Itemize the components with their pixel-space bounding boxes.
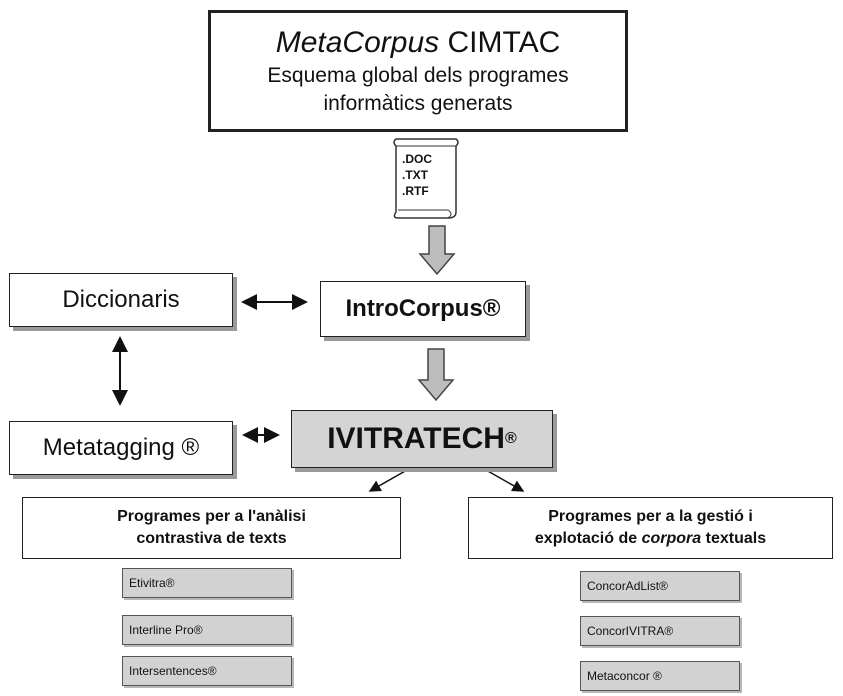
block-arrow-to-ivitratech — [417, 348, 455, 402]
gestio-line2: explotació de corpora textuals — [535, 528, 766, 550]
program-concorivitra: ConcorIVITRA® — [580, 616, 740, 646]
gestio-line1: Programes per a la gestió i — [548, 508, 753, 525]
document-icon — [393, 138, 459, 219]
category-analisi: Programes per a l'anàlisi contrastiva de… — [22, 497, 401, 559]
gestio-line2-post: textuals — [701, 530, 767, 547]
gestio-line2-pre: explotació de — [534, 530, 642, 547]
analisi-line1: Programes per a l'anàlisi — [117, 508, 306, 525]
ivitratech-label: IVITRATECH — [327, 422, 505, 455]
program-interline-pro: Interline Pro® — [122, 615, 292, 645]
category-gestio: Programes per a la gestió i explotació d… — [468, 497, 833, 559]
title-box: MetaCorpus CIMTAC Esquema global dels pr… — [208, 10, 628, 132]
title-line2: Esquema global dels programes — [267, 64, 569, 87]
ivitratech-reg: ® — [504, 430, 517, 447]
block-arrow-to-introcorpus — [418, 225, 456, 276]
format-doc: .DOC — [402, 152, 432, 166]
format-rtf: .RTF — [402, 184, 429, 198]
title-rest: CIMTAC — [439, 26, 561, 59]
program-intersentences: Intersentences® — [122, 656, 292, 686]
node-metatagging: Metatagging ® — [9, 421, 233, 475]
format-txt: .TXT — [402, 168, 428, 182]
gestio-line2-italic: corpora — [641, 530, 702, 547]
title-italic: MetaCorpus — [275, 26, 440, 59]
analisi-line2: contrastiva de texts — [136, 530, 287, 547]
program-concoradlist: ConcorAdList® — [580, 571, 740, 601]
node-diccionaris: Diccionaris — [9, 273, 233, 327]
node-introcorpus: IntroCorpus® — [320, 281, 526, 337]
node-ivitratech: IVITRATECH® — [291, 410, 553, 468]
arrow-ivitratech-gestio — [485, 469, 525, 492]
arrow-ivitratech-analisi — [368, 469, 408, 492]
program-etivitra: Etivitra® — [122, 568, 292, 598]
program-metaconcor: Metaconcor ® — [580, 661, 740, 691]
title-line3: informàtics generats — [323, 92, 513, 115]
title-line1: MetaCorpus CIMTAC — [276, 24, 561, 62]
